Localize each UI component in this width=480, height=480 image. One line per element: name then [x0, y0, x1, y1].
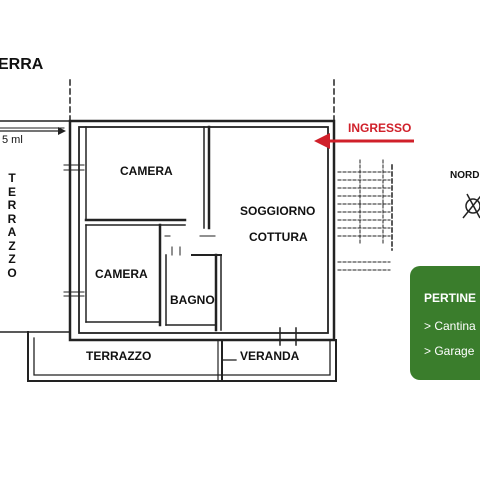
- stair: [337, 159, 391, 271]
- terrazzo-letter: A: [7, 225, 17, 239]
- room-terrazzo-left: T E R R A Z Z O: [5, 171, 19, 280]
- room-veranda: VERANDA: [240, 349, 300, 363]
- entrance-label: INGRESSO: [348, 121, 412, 135]
- terrazzo-letter: Z: [8, 252, 16, 266]
- room-camera-bottom: CAMERA: [95, 267, 148, 281]
- floor-title: ERRA: [0, 56, 44, 73]
- terrazzo-letter: R: [7, 211, 17, 226]
- pertinenze-bg: [410, 266, 480, 380]
- compass-icon: [462, 193, 480, 219]
- outer-wall: [68, 119, 336, 342]
- terrazzo-letter: O: [7, 265, 17, 280]
- terrazzo-letter: Z: [8, 238, 16, 253]
- room-cottura: COTTURA: [249, 230, 308, 244]
- room-soggiorno: SOGGIORNO: [240, 204, 316, 218]
- terrazzo-letter: R: [7, 198, 17, 212]
- terrazzo-letter: E: [7, 184, 16, 199]
- entrance-arrow: [314, 133, 414, 149]
- terrace-bottom: [27, 331, 337, 382]
- pertinenze-item: > Garage: [424, 344, 475, 358]
- compass-label: NORD: [450, 170, 480, 181]
- terrazzo-letter: T: [8, 171, 16, 185]
- dimension-label: 5 ml: [2, 134, 23, 146]
- pertinenze-title: PERTINE: [424, 291, 477, 305]
- room-bagno: BAGNO: [170, 293, 215, 307]
- room-terrazzo-bottom: TERRAZZO: [86, 349, 152, 363]
- room-camera-top: CAMERA: [120, 164, 173, 178]
- pertinenze-item: > Cantina: [424, 319, 476, 333]
- pertinenze-panel: PERTINE > Cantina > Garage: [410, 266, 480, 380]
